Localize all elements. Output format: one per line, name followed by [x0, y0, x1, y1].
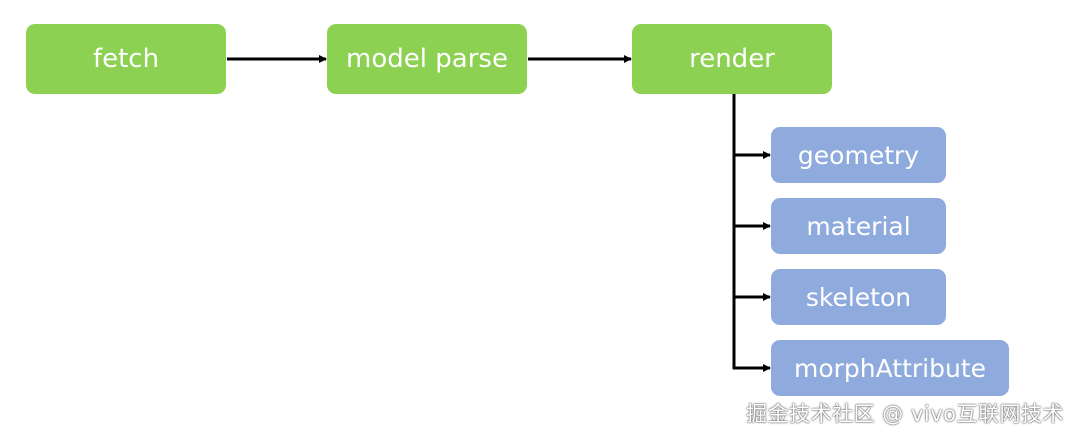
node-model-parse: model parse: [327, 24, 527, 94]
node-skeleton: skeleton: [771, 269, 946, 325]
node-material-label: material: [806, 211, 911, 241]
node-geometry-label: geometry: [797, 140, 920, 170]
node-render-label: render: [689, 44, 775, 74]
node-skeleton-label: skeleton: [805, 282, 912, 312]
node-geometry: geometry: [771, 127, 946, 183]
node-material: material: [771, 198, 946, 254]
node-morph-attribute: morphAttribute: [771, 340, 1009, 396]
node-model-parse-label: model parse: [346, 44, 508, 74]
node-fetch-label: fetch: [92, 44, 160, 74]
node-morph-attribute-label: morphAttribute: [793, 353, 987, 383]
node-render: render: [632, 24, 832, 94]
source-watermark: 掘金技术社区 @ vivo互联网技术: [746, 402, 1064, 426]
node-fetch: fetch: [26, 24, 226, 94]
